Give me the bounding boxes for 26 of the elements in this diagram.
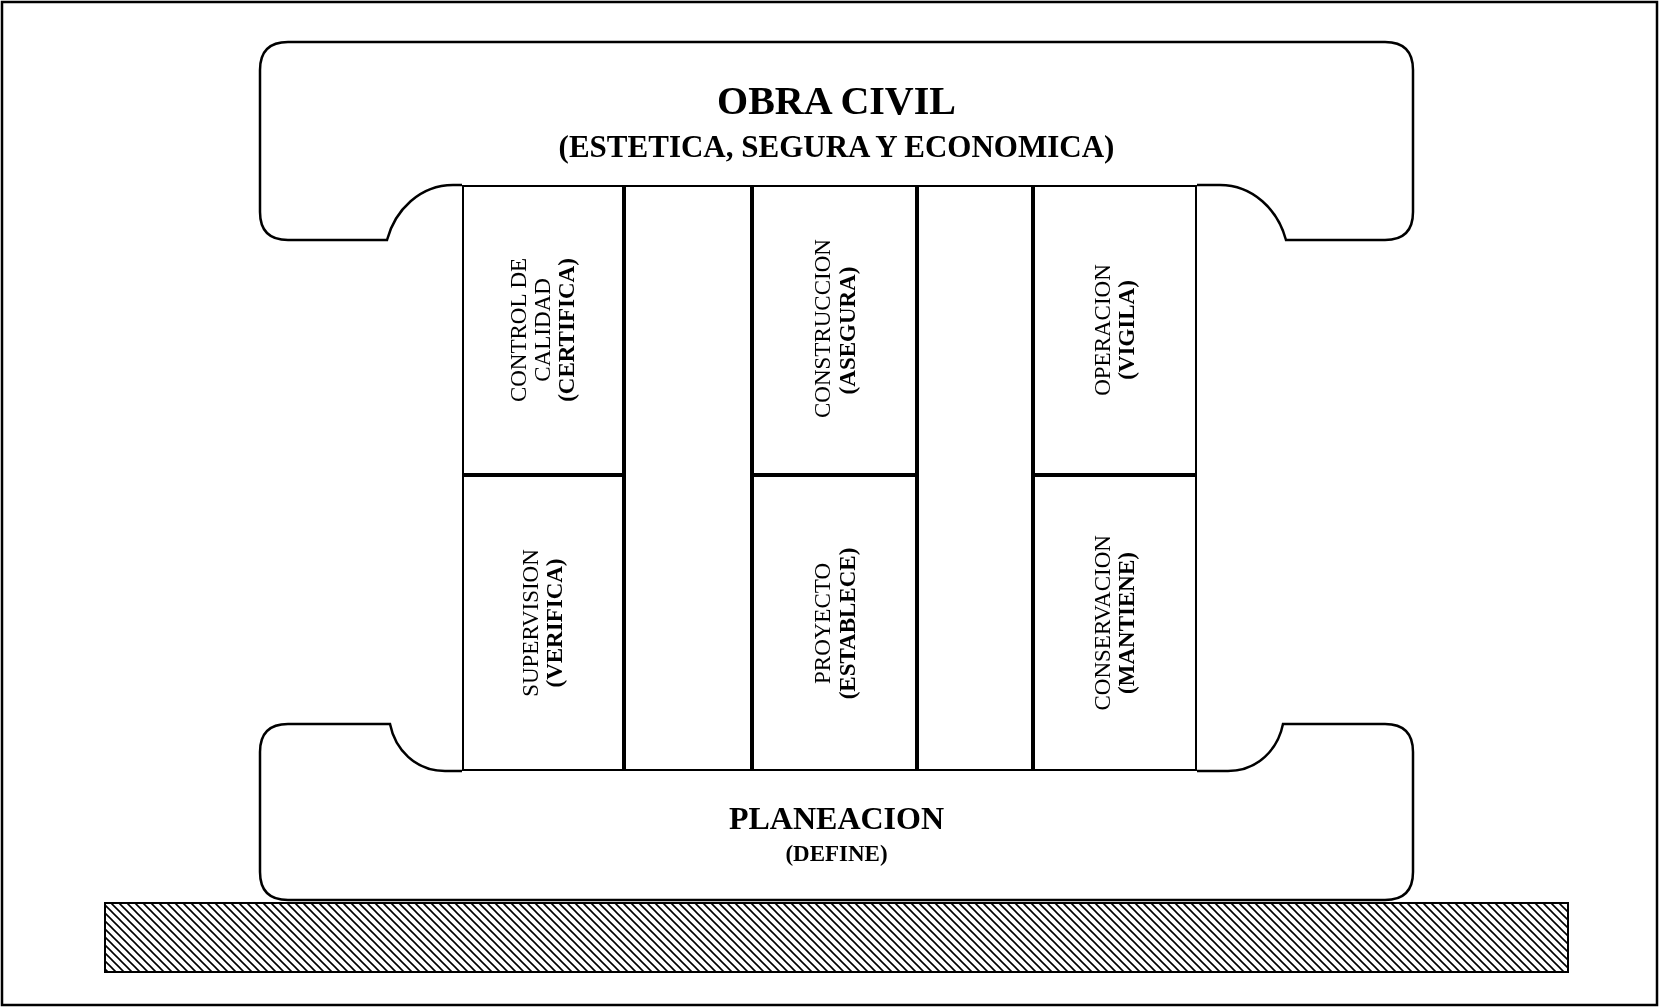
column-title: PROYECTO bbox=[810, 562, 835, 684]
slab-title: OBRA CIVIL bbox=[717, 77, 956, 125]
base-slab bbox=[260, 724, 1413, 900]
column-role: (VIGILA) bbox=[1115, 280, 1140, 380]
top-slab bbox=[260, 42, 1413, 240]
column-box bbox=[1033, 475, 1197, 771]
column-role: (CERTIFICA) bbox=[555, 258, 580, 402]
slab-subtitle: (ESTETICA, SEGURA Y ECONOMICA) bbox=[558, 128, 1115, 166]
column-title: CONTROL DE CALIDAD bbox=[506, 256, 556, 405]
column-title: CONSERVACION bbox=[1090, 535, 1115, 711]
column-box bbox=[1033, 185, 1197, 475]
column-role: (ASEGURA) bbox=[834, 266, 859, 394]
column-role: (ESTABLECE) bbox=[834, 547, 859, 699]
empty-column bbox=[624, 185, 752, 771]
column-title: SUPERVISION bbox=[518, 549, 543, 697]
column-title: OPERACION bbox=[1090, 264, 1115, 396]
column-box bbox=[462, 185, 624, 475]
column-role: (VERIFICA) bbox=[543, 558, 568, 688]
slab-subtitle: (DEFINE) bbox=[785, 840, 888, 868]
column-title: CONSTRUCCION bbox=[810, 242, 835, 418]
column-role: (MANTIENE) bbox=[1115, 552, 1140, 694]
slab-title: PLANEACION bbox=[728, 799, 945, 838]
column-box bbox=[752, 475, 917, 771]
empty-column bbox=[917, 185, 1033, 771]
column-box bbox=[462, 475, 624, 771]
column-box bbox=[752, 185, 917, 475]
